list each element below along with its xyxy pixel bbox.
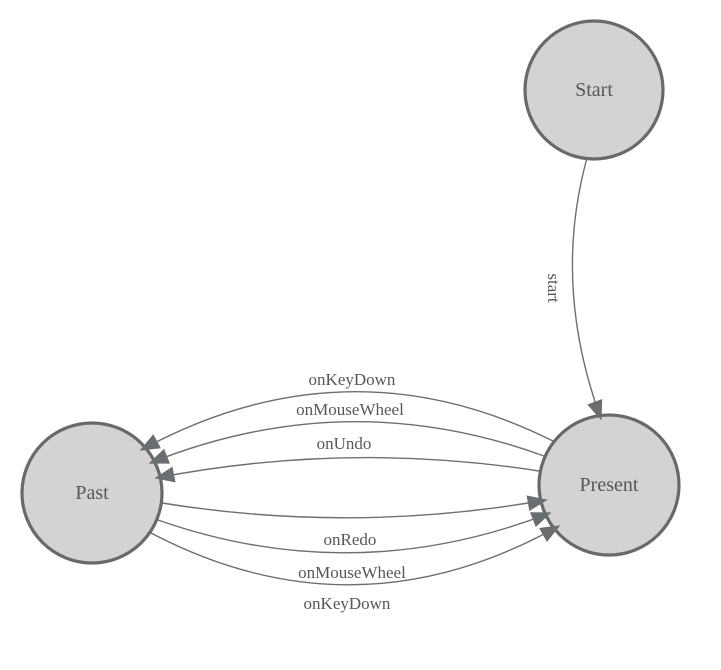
edge-label-onKeyDown: onKeyDown	[309, 370, 396, 389]
state-node-past: Past	[20, 421, 164, 565]
state-label-start: Start	[575, 79, 613, 101]
state-node-present: Present	[537, 413, 681, 557]
edge-label-onMouseWheel: onMouseWheel	[298, 563, 406, 582]
state-label-present: Present	[580, 474, 639, 496]
state-circle-present	[537, 413, 681, 557]
edge-past-to-present-onKeyDown	[150, 525, 561, 586]
edge-present-to-past-onUndo	[154, 456, 540, 483]
edge-present-to-past-onMouseWheel	[148, 420, 545, 464]
state-circle-start	[523, 19, 665, 161]
state-node-start: Start	[523, 19, 665, 161]
edge-label-start: start	[544, 273, 563, 303]
edge-label-onRedo: onRedo	[324, 530, 377, 549]
edge-label-onMouseWheel: onMouseWheel	[296, 400, 404, 419]
state-circle-past	[20, 421, 164, 565]
edge-past-to-present-onMouseWheel	[157, 512, 552, 554]
state-label-past: Past	[75, 482, 109, 504]
edge-start-to-present-start	[571, 157, 603, 421]
edge-label-onKeyDown: onKeyDown	[304, 594, 391, 613]
edge-label-onUndo: onUndo	[317, 434, 372, 453]
edge-past-to-present-onRedo	[161, 495, 548, 519]
edge-present-to-past-onKeyDown	[139, 391, 554, 451]
